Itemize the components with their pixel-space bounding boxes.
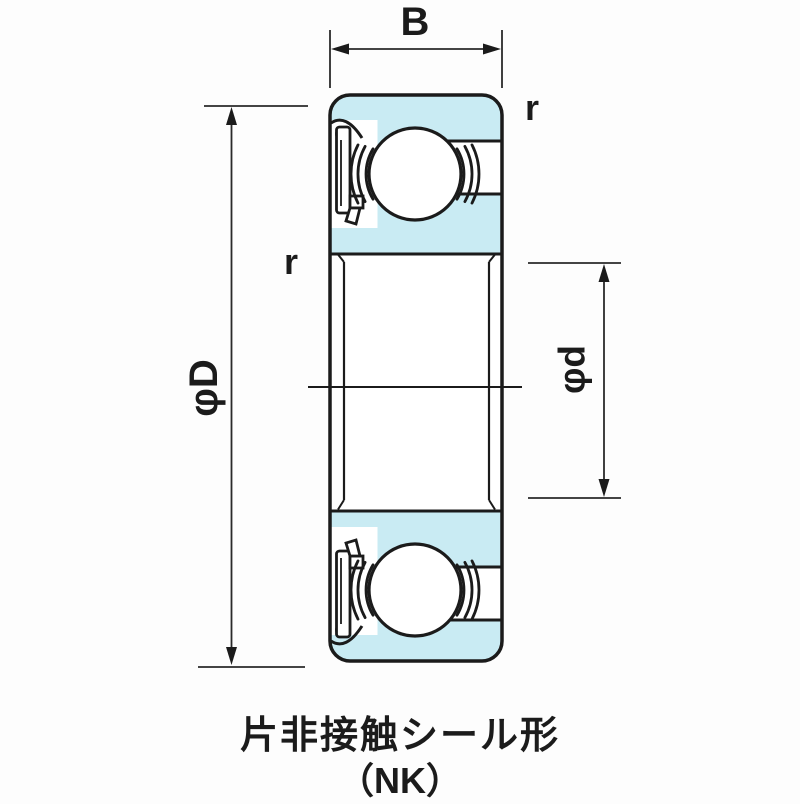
bottom-seal-plate (335, 549, 352, 639)
top-seal-groove-arc (330, 118, 364, 139)
dim-B-arrow-left (331, 43, 349, 55)
caption-type-name: 片非接触シール形 (239, 715, 560, 757)
bottom-cage-left-arcs (349, 559, 375, 621)
top-cage-left-arcs (349, 143, 375, 205)
bearing-outline (328, 93, 504, 663)
top-cage-right-arcs (455, 143, 481, 205)
top-seal-lip-tab (344, 206, 362, 226)
dimension-phid (528, 262, 621, 499)
top-seal-plate (335, 125, 352, 215)
width-dimension-label: B (400, 0, 430, 44)
bottom-seal-lip-tab (344, 538, 362, 558)
corner-radius-label-left: r (283, 241, 298, 282)
bore-edge-lines (342, 262, 491, 500)
caption-type-code: （NK） (338, 760, 462, 801)
bottom-seal-groove-arc (330, 625, 364, 646)
corner-radius-label-top-right: r (524, 87, 539, 128)
dim-phiD-arrow-up (226, 107, 237, 125)
ring-face-lines (330, 252, 502, 513)
dimension-B (329, 30, 503, 88)
outer-diameter-label: φD (182, 359, 226, 417)
bore-chamfer-lines (337, 253, 496, 511)
dim-B-arrow-right (483, 43, 501, 55)
bottom-cage-right-arcs (455, 559, 481, 621)
dim-phid-arrow-up (598, 264, 610, 282)
bottom-ball (367, 542, 463, 638)
bore-diameter-label: φd (551, 344, 593, 395)
top-ball (367, 126, 463, 222)
dimension-phiD (198, 105, 308, 668)
dim-phiD-arrow-down (226, 647, 237, 665)
dim-phid-arrow-down (598, 479, 610, 497)
bearing-internals (330, 95, 502, 661)
